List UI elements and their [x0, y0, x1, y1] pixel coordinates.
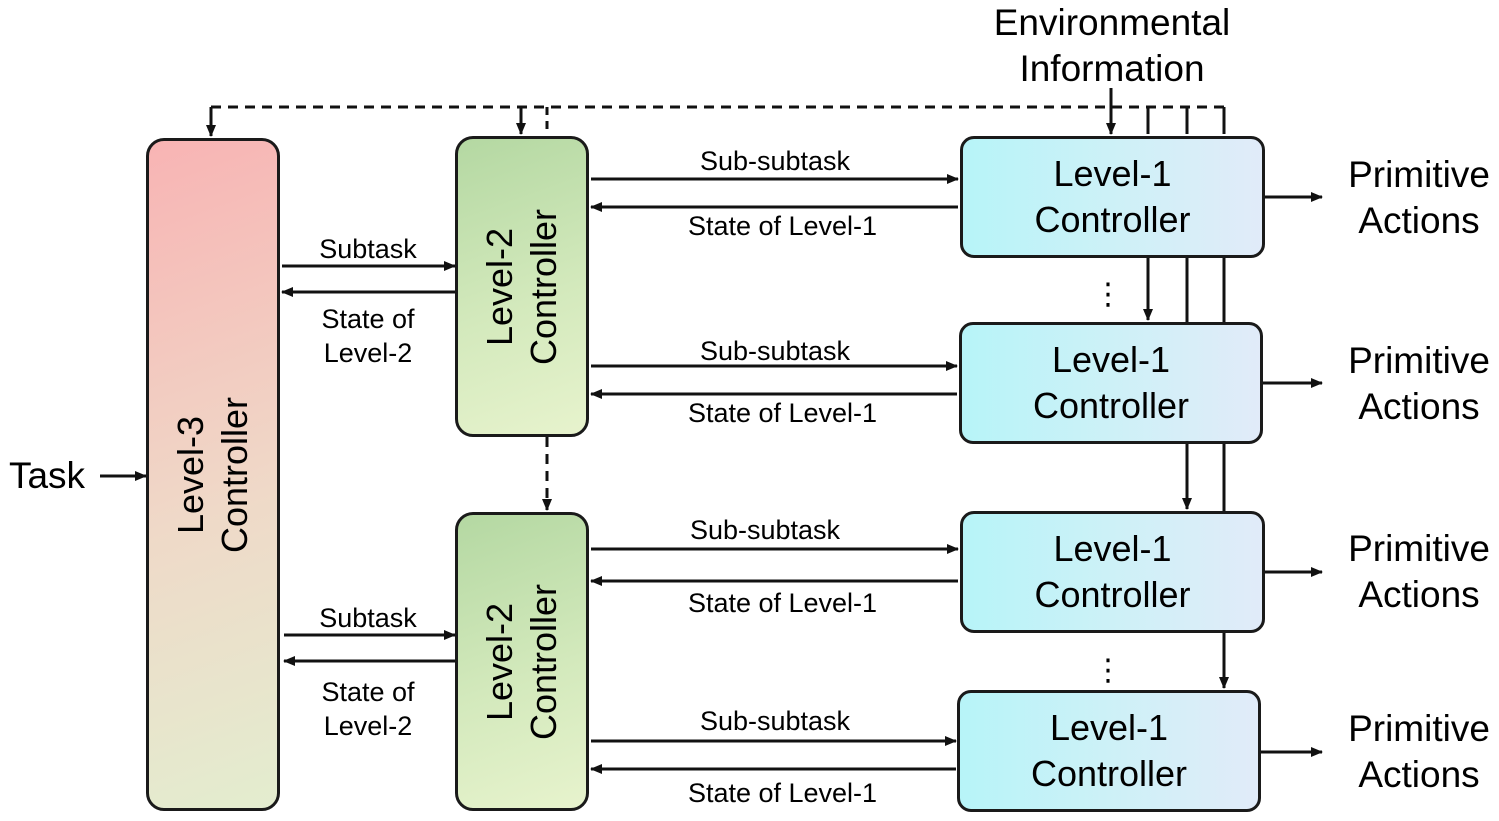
- level2-controller-top: Level-2 Controller: [455, 136, 589, 437]
- level1-2-line-1: Level-1: [1051, 339, 1171, 380]
- level1-controller-4: Level-1 Controller: [957, 690, 1261, 812]
- ellipsis-lower: ⋮: [1093, 654, 1123, 687]
- state-level1-label-1: State of Level-1: [687, 211, 878, 241]
- state-level1-label-4: State of Level-1: [687, 778, 878, 808]
- state-level2-2-line-2: Level-2: [323, 711, 413, 741]
- level1-controller-1: Level-1 Controller: [960, 136, 1265, 258]
- environment-label: Environmental Information: [960, 0, 1264, 92]
- level2-top-line-1: Level-2: [479, 227, 520, 346]
- level3-line-2: Controller: [214, 396, 255, 553]
- level3-line-1: Level-3: [170, 415, 211, 534]
- environment-line-1: Environmental: [993, 2, 1231, 43]
- primitive-actions-2-line-1: Primitive: [1348, 340, 1490, 381]
- state-level2-label-2: State of Level-2: [290, 675, 446, 743]
- level2-top-label: Level-2 Controller: [478, 208, 566, 364]
- level2-bottom-line-1: Level-2: [479, 602, 520, 721]
- task-label: Task: [8, 455, 86, 496]
- level1-4-line-1: Level-1: [1049, 707, 1169, 748]
- level1-1-line-1: Level-1: [1053, 153, 1172, 194]
- primitive-actions-4-line-1: Primitive: [1348, 708, 1490, 749]
- primitive-actions-2: Primitive Actions: [1333, 338, 1499, 430]
- environment-line-2: Information: [1019, 48, 1205, 89]
- state-level2-label-1: State of Level-2: [290, 302, 446, 370]
- level1-controller-2: Level-1 Controller: [959, 322, 1263, 444]
- level1-1-label: Level-1 Controller: [1034, 151, 1190, 243]
- primitive-actions-3: Primitive Actions: [1333, 526, 1499, 618]
- primitive-actions-4: Primitive Actions: [1333, 706, 1499, 798]
- level1-2-line-2: Controller: [1032, 385, 1190, 426]
- state-level2-1-line-2: Level-2: [323, 338, 413, 368]
- level2-bottom-label: Level-2 Controller: [478, 583, 566, 739]
- level1-4-line-2: Controller: [1030, 753, 1188, 794]
- primitive-actions-3-line-1: Primitive: [1348, 528, 1490, 569]
- level3-controller: Level-3 Controller: [146, 138, 280, 811]
- subtask-label-2: Subtask: [319, 603, 417, 633]
- primitive-actions-1-line-2: Actions: [1358, 200, 1480, 241]
- ellipsis-upper: ⋮: [1093, 278, 1123, 311]
- level1-controller-3: Level-1 Controller: [960, 511, 1265, 633]
- state-level2-1-line-1: State of: [321, 304, 415, 334]
- sub-subtask-label-1: Sub-subtask: [699, 146, 851, 176]
- level1-3-line-1: Level-1: [1053, 528, 1172, 569]
- level2-controller-bottom: Level-2 Controller: [455, 512, 589, 811]
- primitive-actions-1: Primitive Actions: [1333, 152, 1499, 244]
- sub-subtask-label-2: Sub-subtask: [699, 336, 851, 366]
- level3-label: Level-3 Controller: [169, 396, 257, 552]
- level1-2-label: Level-1 Controller: [1033, 337, 1189, 429]
- primitive-actions-4-line-2: Actions: [1358, 754, 1480, 795]
- sub-subtask-label-4: Sub-subtask: [699, 706, 851, 736]
- primitive-actions-1-line-1: Primitive: [1348, 154, 1490, 195]
- subtask-label-1: Subtask: [319, 234, 417, 264]
- level2-bottom-line-2: Controller: [523, 583, 564, 740]
- primitive-actions-3-line-2: Actions: [1358, 574, 1480, 615]
- level1-3-label: Level-1 Controller: [1034, 526, 1190, 618]
- level1-4-label: Level-1 Controller: [1031, 705, 1187, 797]
- level1-1-line-2: Controller: [1034, 199, 1191, 240]
- primitive-actions-2-line-2: Actions: [1358, 386, 1480, 427]
- state-level2-2-line-1: State of: [321, 677, 415, 707]
- level2-top-line-2: Controller: [523, 208, 564, 365]
- sub-subtask-label-3: Sub-subtask: [689, 515, 841, 545]
- state-level1-label-2: State of Level-1: [687, 398, 878, 428]
- state-level1-label-3: State of Level-1: [687, 588, 878, 618]
- level1-3-line-2: Controller: [1034, 574, 1191, 615]
